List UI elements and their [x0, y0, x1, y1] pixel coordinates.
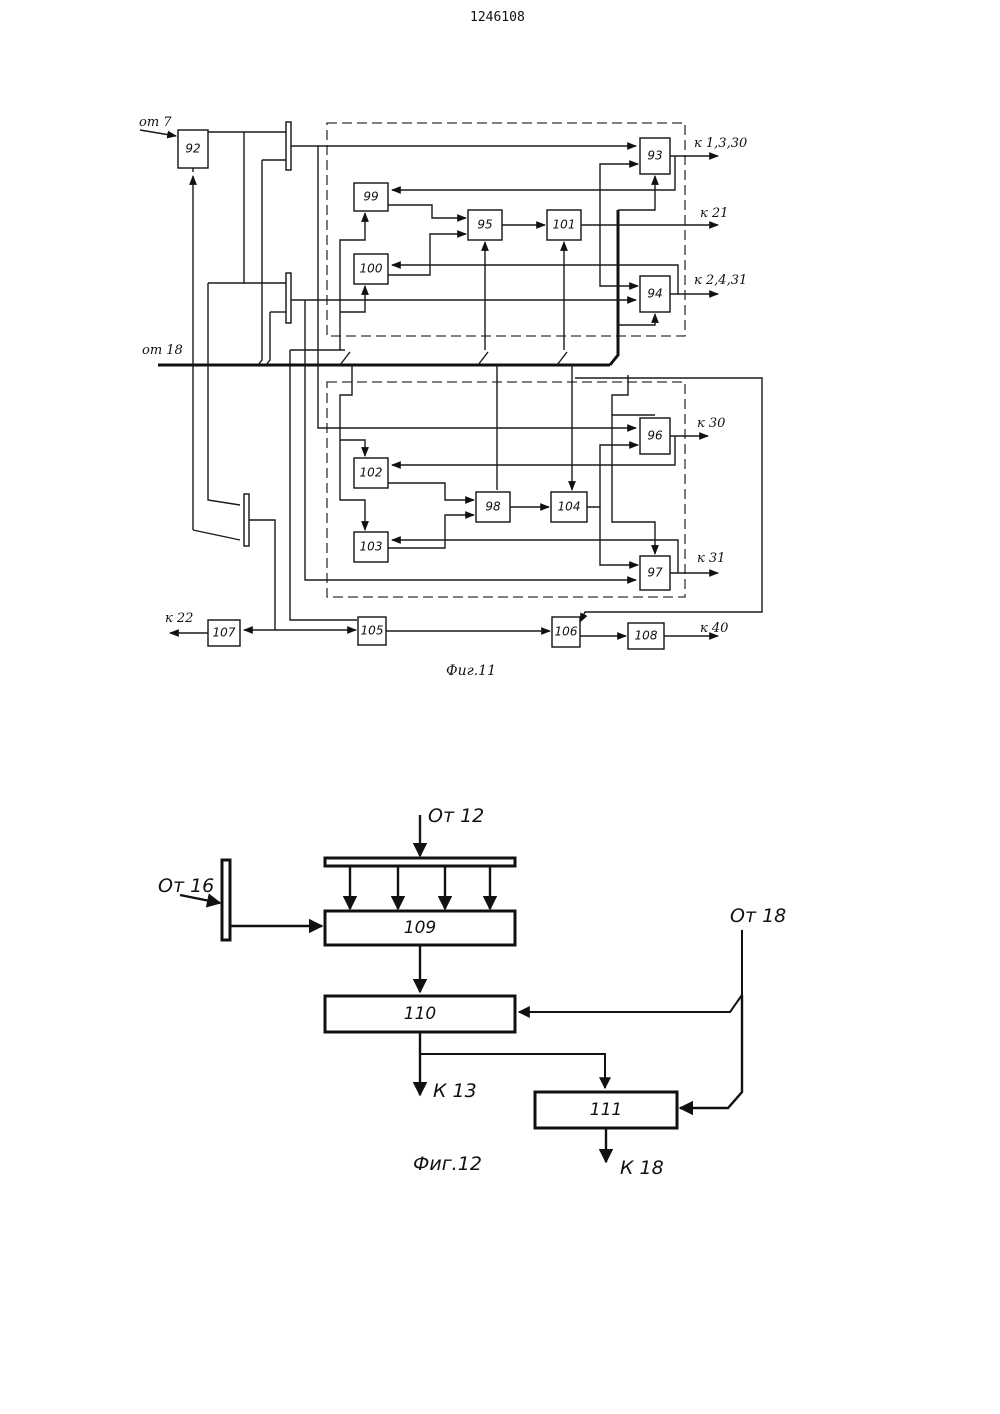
- block-107-label: 107: [213, 626, 236, 640]
- block-96-label: 96: [647, 429, 663, 443]
- block-99-label: 99: [363, 190, 378, 204]
- input-label-from-12: От 12: [428, 805, 484, 827]
- block-98-label: 98: [485, 500, 501, 514]
- input-label-from-16: От 16: [158, 875, 214, 897]
- block-95-label: 95: [477, 218, 492, 232]
- gate-upper-2: [286, 273, 291, 323]
- document-number: 1246108: [470, 10, 525, 25]
- block-94-label: 94: [647, 287, 662, 301]
- block-105-label: 105: [361, 624, 384, 638]
- block-97-label: 97: [647, 566, 663, 580]
- block-109-label: 109: [404, 918, 436, 938]
- block-104-label: 104: [558, 500, 581, 514]
- output-label-to-22: к 22: [165, 611, 193, 626]
- block-111-label: 111: [590, 1100, 622, 1120]
- figure-12: От 12 От 16 109 110 К 13 От 18 111 К 18 …: [158, 805, 786, 1179]
- gate-lower: [244, 494, 249, 546]
- block-101-label: 101: [553, 218, 576, 232]
- output-label-to-2-4-31: к 2,4,31: [694, 273, 747, 288]
- figure-12-caption: Фиг.12: [413, 1153, 482, 1175]
- gate-upper-1: [286, 122, 291, 170]
- output-label-to-21: к 21: [700, 206, 728, 221]
- input-label-from-18-fig12: От 18: [730, 905, 786, 927]
- block-108-label: 108: [635, 629, 658, 643]
- input-label-from-7: от 7: [139, 115, 172, 130]
- figure-11-caption: Фиг.11: [446, 663, 496, 679]
- block-92-label: 92: [185, 142, 200, 156]
- block-103-label: 103: [360, 540, 383, 554]
- input-bus-from-12: [325, 858, 515, 866]
- block-100-label: 100: [360, 262, 383, 276]
- upper-group-frame: [327, 123, 685, 336]
- output-label-to-13: К 13: [433, 1080, 477, 1102]
- output-label-to-18: К 18: [620, 1157, 664, 1179]
- block-106-label: 106: [555, 625, 578, 639]
- output-label-to-40: к 40: [700, 621, 728, 636]
- block-102-label: 102: [360, 466, 383, 480]
- block-110-label: 110: [404, 1004, 436, 1024]
- block-93-label: 93: [647, 149, 662, 163]
- input-label-from-18: от 18: [142, 343, 183, 358]
- figure-11: от 7 92 99 100: [139, 115, 762, 679]
- output-label-to-1-3-30: к 1,3,30: [694, 136, 747, 151]
- output-label-to-31: к 31: [697, 551, 725, 566]
- output-label-to-30: к 30: [697, 416, 725, 431]
